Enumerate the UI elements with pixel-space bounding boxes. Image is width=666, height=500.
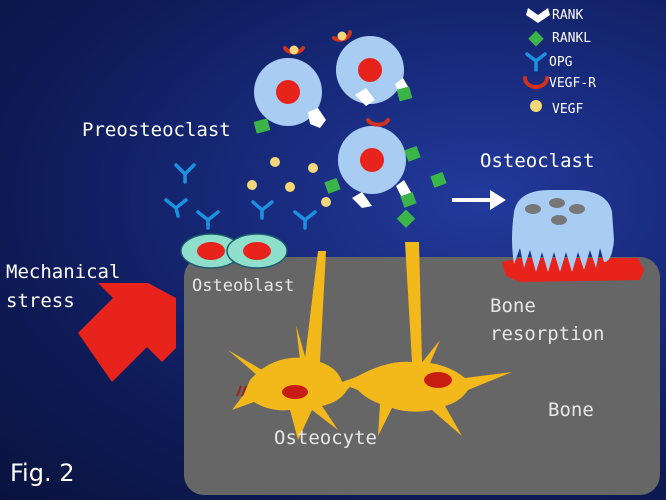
osteoclast-label: Osteoclast	[480, 150, 595, 172]
vegf-r-arc-icon	[523, 76, 549, 89]
legend-icons	[523, 8, 550, 112]
mechanical-stress-label-line1: Mechanical	[6, 261, 121, 283]
legend-label-rankl: RANKL	[552, 31, 592, 46]
osteocyte-right-nucleus	[424, 372, 452, 388]
vegf-bound	[289, 31, 347, 55]
legend-label-vegf: VEGF	[552, 102, 584, 117]
osteocyte-left	[228, 251, 362, 440]
preosteoclast-cell-2	[336, 36, 404, 104]
vegf-free	[247, 157, 331, 207]
rankl-ligands	[253, 86, 447, 228]
bone-resorption-label-line2: resorption	[490, 323, 605, 345]
vegf-dot-icon	[530, 100, 542, 112]
mechanical-stress-label-line2: stress	[6, 290, 75, 312]
figure-label: Fig. 2	[10, 459, 75, 487]
osteoclast-nuclei	[525, 198, 585, 225]
osteocyte-right	[342, 242, 512, 436]
osteoblast-right	[226, 233, 288, 269]
opg-y-icon	[525, 52, 547, 72]
legend-label-rank: RANK	[552, 8, 584, 23]
bone-resorption-label-line1: Bone	[490, 295, 536, 317]
osteoblast-label: Osteoblast	[192, 276, 295, 296]
legend-label-opg: OPG	[549, 55, 573, 70]
legend-label-vegf-r: VEGF-R	[549, 76, 596, 91]
opg-decoy-receptors	[164, 163, 317, 230]
preosteoclast-label: Preosteoclast	[82, 119, 231, 141]
bone-label: Bone	[548, 399, 594, 421]
cell-junction-marks	[236, 385, 247, 397]
rankl-diamond-icon	[528, 30, 544, 47]
preosteoclast-cell-3	[338, 126, 406, 194]
osteocyte-label: Osteocyte	[274, 427, 377, 449]
rank-receptor-icon	[526, 8, 550, 23]
osteocyte-left-nucleus	[282, 385, 308, 399]
differentiation-arrow	[452, 190, 506, 210]
preosteoclast-cell-1	[254, 58, 322, 126]
mechanical-stress-arrow	[78, 283, 176, 382]
